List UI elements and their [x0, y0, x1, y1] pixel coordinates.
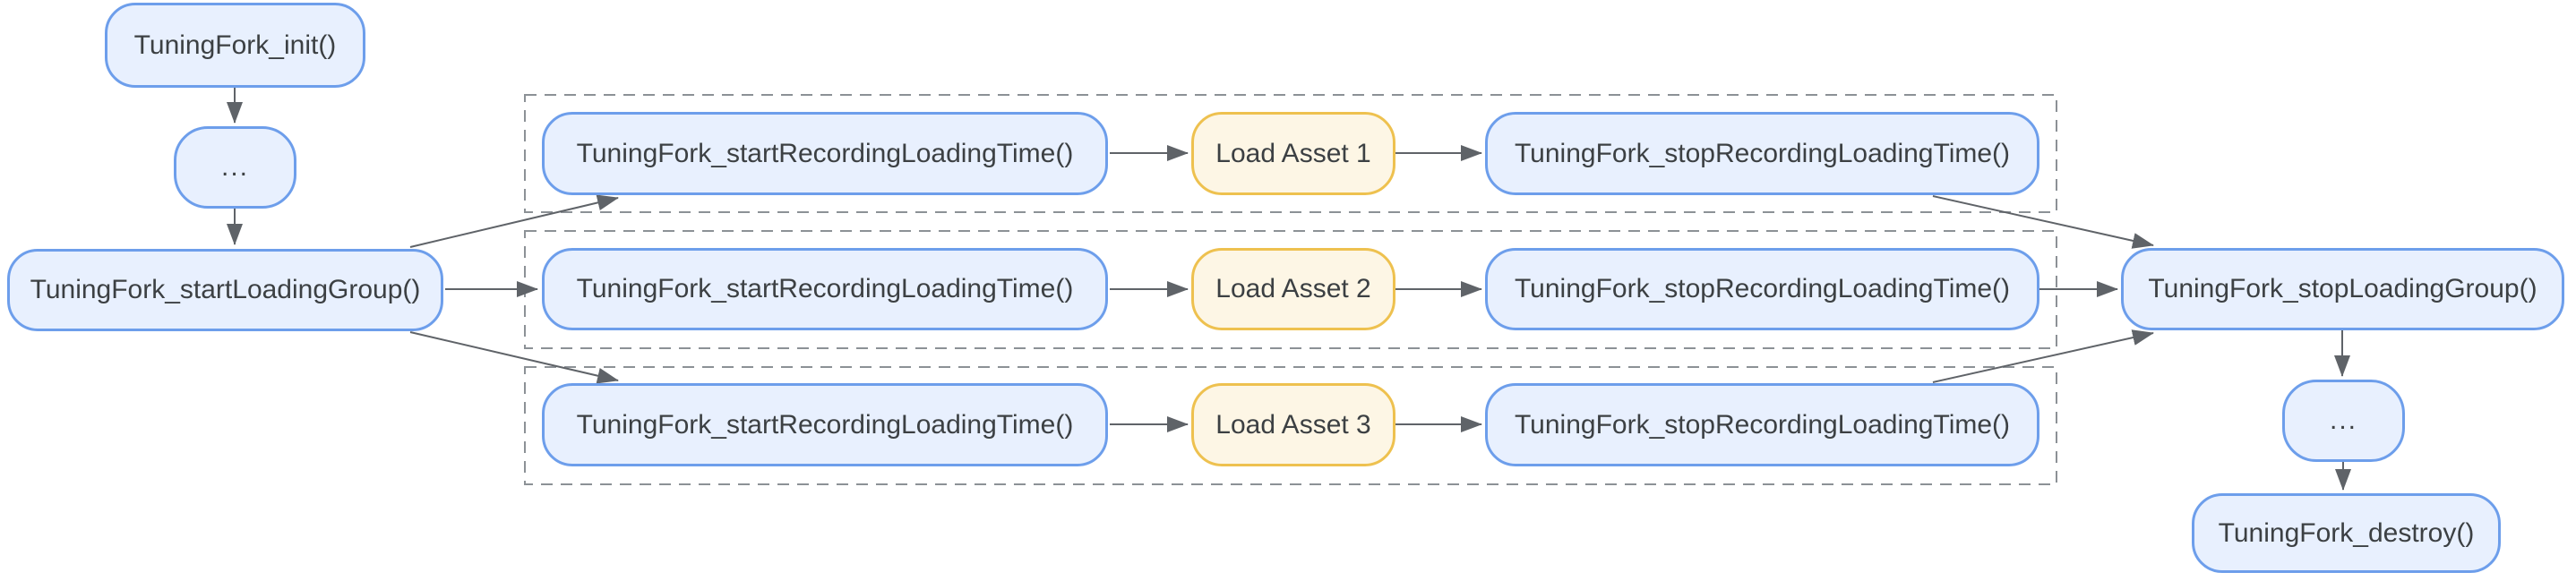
node-start-loading-group: TuningFork_startLoadingGroup()	[7, 249, 443, 331]
node-row3-start-recording: TuningFork_startRecordingLoadingTime()	[542, 383, 1108, 466]
node-row1-start-recording: TuningFork_startRecordingLoadingTime()	[542, 112, 1108, 195]
node-row3-load-asset: Load Asset 3	[1191, 383, 1395, 466]
node-row1-load-asset: Load Asset 1	[1191, 112, 1395, 195]
node-stop-loading-group: TuningFork_stopLoadingGroup()	[2121, 248, 2564, 330]
edge-startgroup-to-row3	[409, 331, 619, 384]
node-tuningfork-destroy: TuningFork_destroy()	[2192, 493, 2501, 573]
edge-startgroup-to-row1	[409, 194, 619, 248]
edge-row1-to-stopgroup	[1932, 195, 2154, 249]
node-tuningfork-init: TuningFork_init()	[105, 3, 365, 88]
node-row2-load-asset: Load Asset 2	[1191, 248, 1395, 330]
loading-group-row-box-3	[524, 366, 2057, 485]
edge-row3-to-stopgroup	[1932, 329, 2154, 383]
node-ellipsis-top: ...	[174, 126, 296, 209]
loading-group-row-box-1	[524, 94, 2057, 213]
node-row3-stop-recording: TuningFork_stopRecordingLoadingTime()	[1485, 383, 2039, 466]
node-row2-stop-recording: TuningFork_stopRecordingLoadingTime()	[1485, 248, 2039, 330]
node-row1-stop-recording: TuningFork_stopRecordingLoadingTime()	[1485, 112, 2039, 195]
node-row2-start-recording: TuningFork_startRecordingLoadingTime()	[542, 248, 1108, 330]
node-ellipsis-bottom: ...	[2282, 380, 2405, 462]
